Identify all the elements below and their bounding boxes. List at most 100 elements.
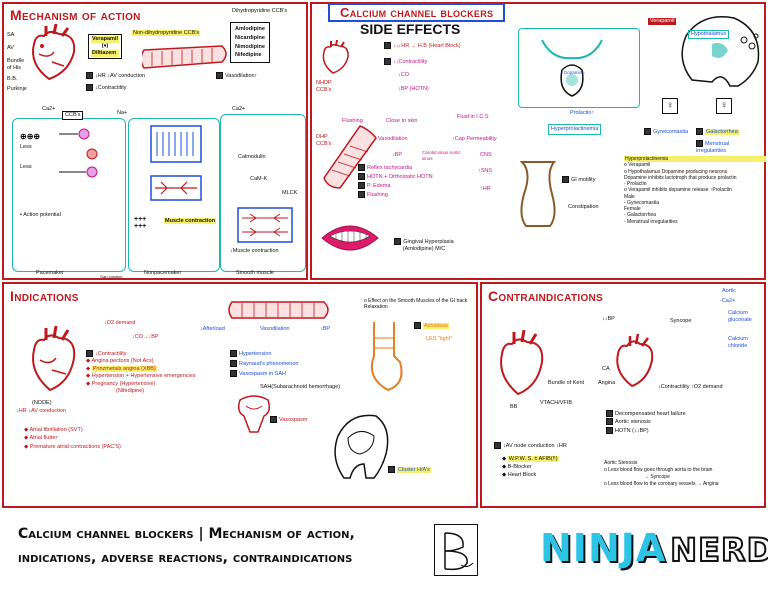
gingival-label: Gingival Hyperplasia (Amlodipine) M/C bbox=[384, 238, 464, 253]
vessel-indications bbox=[228, 301, 329, 319]
o2-demand: ↓O2 demand bbox=[104, 320, 136, 326]
carotid-sinus: Carotid sinus Aortic sinus bbox=[422, 150, 461, 161]
less-label-2: Less bbox=[20, 164, 32, 170]
vessel-illustration-2 bbox=[323, 125, 377, 189]
contra-aortic-stenosis: Aortic stenosis bbox=[606, 418, 686, 426]
muscle-contraction-label: Muscle contraction bbox=[164, 218, 217, 224]
co-bp: ↓CO→↓BP bbox=[132, 334, 159, 340]
achalasia-label: Achalasia bbox=[414, 322, 449, 330]
gi-motility: GI motility bbox=[562, 176, 595, 184]
arrhythmias-list: ◆ Atrial fibrillation (SVT) ◆ Atrial flu… bbox=[24, 426, 121, 451]
footer-line-1: Calcium channel blockers | Mechanism of … bbox=[18, 526, 355, 542]
moa-vasodilation: Vasodilation↑ bbox=[216, 72, 257, 80]
moa-title: Mechanism of action bbox=[10, 7, 141, 23]
contra-bblocker: ◆ B-Blocker bbox=[502, 463, 532, 470]
note-line-3: · Prolactin bbox=[624, 181, 647, 187]
prolactin-label: Prolactin↑ bbox=[570, 110, 595, 116]
indications-red-list: ↓Contractility ◆ Angina pectoris (Not Ac… bbox=[86, 350, 196, 395]
verapamil-se-tag: Verapamil bbox=[648, 18, 677, 25]
ca-label-2: Ca2+ bbox=[232, 106, 246, 112]
female-symbol: ♀ bbox=[716, 98, 732, 114]
note-line-8: - Galactorrhea bbox=[624, 212, 656, 219]
hyperprolactinemia-notes: Hyperprolactinemia o Verapamil o Hypotha… bbox=[624, 156, 766, 225]
ind-nifedipine: (Nifedipine) bbox=[116, 388, 145, 395]
esophagus-illustration bbox=[370, 322, 403, 392]
aortic-label: Aortic bbox=[722, 288, 737, 294]
angina-contra: Angina bbox=[598, 380, 616, 386]
contra-contractility: ↓Contractility ↑O2 demand bbox=[658, 384, 723, 390]
drug-amlodipine: Amlodipine bbox=[235, 26, 265, 32]
effect-smooth-muscles: o Effect on the Smooth Muscles of the GI… bbox=[364, 298, 468, 311]
note-line-4: o Verapamil inhibits dopamine release ↑P… bbox=[624, 187, 732, 194]
contra-hf: Decompensated heart failure bbox=[606, 410, 686, 418]
dhp-label: DHP CCB's bbox=[316, 134, 332, 147]
footer: Calcium channel blockers | Mechanism of … bbox=[0, 510, 768, 594]
as-note-2: → Syncope bbox=[644, 474, 670, 480]
label-av: AV bbox=[7, 44, 14, 51]
non-dhp-label: Non-dihydropyridine CCB's bbox=[132, 30, 201, 36]
na-label: Na+ bbox=[117, 110, 128, 116]
heart-contra-2 bbox=[616, 334, 654, 388]
ind-angina: ◆ Angina pectoris (Not Acs) bbox=[86, 358, 154, 365]
gynecomastia-label: Gynecomastia bbox=[644, 128, 688, 136]
syncope-label: Syncope bbox=[670, 318, 692, 324]
note-title: Hyperprolactinemia bbox=[624, 156, 766, 163]
pituitary-panel bbox=[518, 28, 640, 108]
arr-aflutter: ◆ Atrial flutter bbox=[24, 435, 58, 442]
contra-av-hr: ↓AV node conduction ↓HR bbox=[494, 442, 567, 450]
cap-perm: ↑Cap Permeability bbox=[452, 136, 497, 142]
se-bp: ↓BP (HOTN) bbox=[398, 86, 429, 92]
contra-list: ◆ W.P.W. S. ± AFIB(!!) ◆ B-Blocker ◆ Hea… bbox=[502, 456, 559, 480]
contra-list2: Decompensated heart failure Aortic steno… bbox=[606, 410, 686, 435]
pacemaker-channels bbox=[59, 128, 98, 178]
less-label-1: Less bbox=[20, 144, 32, 150]
action-potential-label: ▪ Action potential bbox=[20, 212, 61, 218]
se-list-flushing: Flushing bbox=[358, 190, 433, 200]
smooth-muscle-filaments bbox=[237, 207, 293, 243]
contra-wpw: ◆ W.P.W. S. ± AFIB(!!) bbox=[502, 456, 559, 462]
label-sa: SA bbox=[7, 32, 15, 38]
blue-indications-list: Hypertension Raynaud's phenomenon Vasosp… bbox=[230, 350, 298, 380]
vasospasm-label: Vasospasm bbox=[270, 416, 307, 424]
muscle-contraction-down: ↓Muscle contraction bbox=[230, 248, 279, 254]
diltiazem-label: Diltiazem bbox=[91, 49, 119, 57]
contra-heart-block: ◆ Heart Block bbox=[502, 471, 537, 478]
vasodilation-ind: Vasodilation bbox=[260, 326, 290, 332]
ind-htn: Hypertension bbox=[230, 350, 298, 360]
ca-label-1: Ca2+ bbox=[42, 106, 56, 112]
smooth-muscle-label: Smooth muscle bbox=[236, 270, 274, 276]
mouth-illustration bbox=[321, 225, 379, 251]
bundle-kent: Bundle of Kent bbox=[548, 380, 585, 386]
note-line-2: Dopamine inhibits lactotroph that produc… bbox=[624, 174, 737, 181]
contra-panel: Contraindications Bundle of Kent VTACH/V… bbox=[480, 282, 766, 508]
moa-contractility: ↓Contractility bbox=[86, 84, 126, 92]
ind-hypertension: ◆ Hypertension + Hypertensive emergencie… bbox=[86, 373, 196, 380]
moa-panel: Mechanism of action SA AV Bundle of His … bbox=[2, 2, 308, 280]
node-label: (NODE) bbox=[32, 400, 52, 406]
bb-label: BB bbox=[510, 404, 518, 410]
side-effects-panel: Calcium channel blockers SIDE EFFECTS NH… bbox=[310, 2, 766, 280]
se-heart-block: ↓↓↓HR → H.B (Heart Block) bbox=[384, 42, 461, 50]
se-list-reflex: Reflex tachycardia bbox=[358, 164, 433, 173]
label-his: Bundle of His bbox=[7, 57, 25, 71]
ccb-tag: CCB's bbox=[62, 111, 84, 120]
signature-logo bbox=[434, 524, 478, 576]
contra-title: Contraindications bbox=[488, 288, 604, 304]
cns-label: CNS bbox=[480, 152, 492, 158]
note-line-9: - Menstrual irregularities bbox=[624, 218, 678, 225]
se-list-edema: P. Edema bbox=[358, 181, 433, 191]
dhp-drugs-box: Amlodipine Nicardipine Nimodipine Nifedi… bbox=[230, 22, 270, 64]
signature-icon bbox=[444, 532, 474, 571]
calcium-gluconate: Calcium gluconate bbox=[728, 310, 752, 323]
as-note-0: Aortic Stenosis bbox=[604, 460, 638, 466]
afterload-label: ↓Afterload bbox=[200, 326, 225, 332]
ca-box: -Ca2+ bbox=[720, 298, 736, 304]
male-symbol: ♀ bbox=[662, 98, 678, 114]
note-line-0: o Verapamil bbox=[624, 162, 651, 169]
plus-signs: ++++++ bbox=[134, 216, 147, 230]
note-line-7: Female bbox=[624, 206, 641, 212]
heart-illustration bbox=[32, 24, 76, 81]
cluster-label: Cluster H/A's bbox=[388, 466, 431, 474]
pacemaker-ions: ⊕⊕⊕ bbox=[20, 132, 41, 141]
label-bb: B.B. bbox=[7, 75, 18, 82]
